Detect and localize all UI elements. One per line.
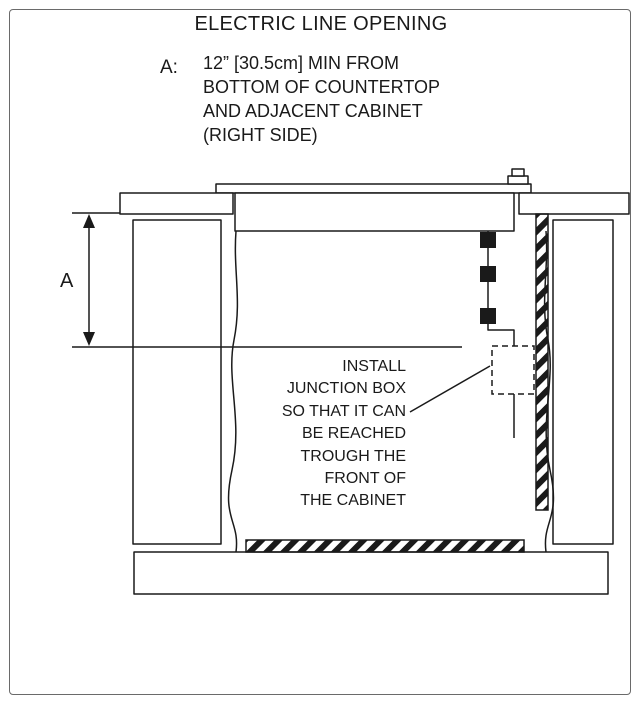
dimension-arrow-up bbox=[83, 214, 95, 228]
diagram-title: ELECTRIC LINE OPENING bbox=[194, 13, 448, 35]
cabinet-right bbox=[552, 219, 614, 545]
cabinet-side-wall bbox=[535, 213, 549, 511]
note-line: THE CABINET bbox=[300, 492, 406, 510]
wire-to-junction bbox=[487, 324, 515, 346]
dimension-arrow-down bbox=[83, 332, 95, 346]
countertop-left bbox=[119, 192, 234, 215]
note-leader-line bbox=[409, 365, 491, 413]
cabinet-floor bbox=[245, 539, 525, 553]
terminal-block bbox=[480, 266, 496, 282]
note-line: TROUGH THE bbox=[300, 447, 406, 465]
note-line: FRONT OF bbox=[324, 470, 406, 488]
spec-line: 12” [30.5cm] MIN FROM bbox=[203, 53, 400, 73]
cabinet-left bbox=[132, 219, 222, 545]
note-line: JUNCTION BOX bbox=[286, 380, 406, 398]
note-line: BE REACHED bbox=[301, 425, 406, 443]
spec-line: (RIGHT SIDE) bbox=[203, 125, 318, 145]
cooktop-knob-top bbox=[511, 168, 525, 177]
note-line: INSTALL bbox=[342, 358, 406, 375]
cooktop-top-plate bbox=[215, 183, 532, 194]
countertop-right bbox=[518, 192, 630, 215]
base-plinth bbox=[133, 551, 609, 595]
terminal-block bbox=[480, 308, 496, 324]
spec-line: BOTTOM OF COUNTERTOP bbox=[203, 77, 441, 97]
cooktop-body bbox=[234, 192, 515, 232]
break-line-left bbox=[227, 230, 239, 553]
junction-box bbox=[491, 345, 535, 395]
cooktop-knob bbox=[507, 175, 529, 185]
spec-key-label: A: bbox=[160, 57, 178, 78]
spec-text: 12” [30.5cm] MIN FROM BOTTOM OF COUNTERT… bbox=[203, 51, 533, 147]
note-line: SO THAT IT CAN bbox=[281, 402, 406, 420]
terminal-block bbox=[480, 232, 496, 248]
installation-note: INSTALL JUNCTION BOX SO THAT IT CAN BE R… bbox=[220, 356, 406, 513]
dimension-label: A bbox=[60, 270, 74, 292]
spec-line: AND ADJACENT CABINET bbox=[203, 101, 423, 121]
